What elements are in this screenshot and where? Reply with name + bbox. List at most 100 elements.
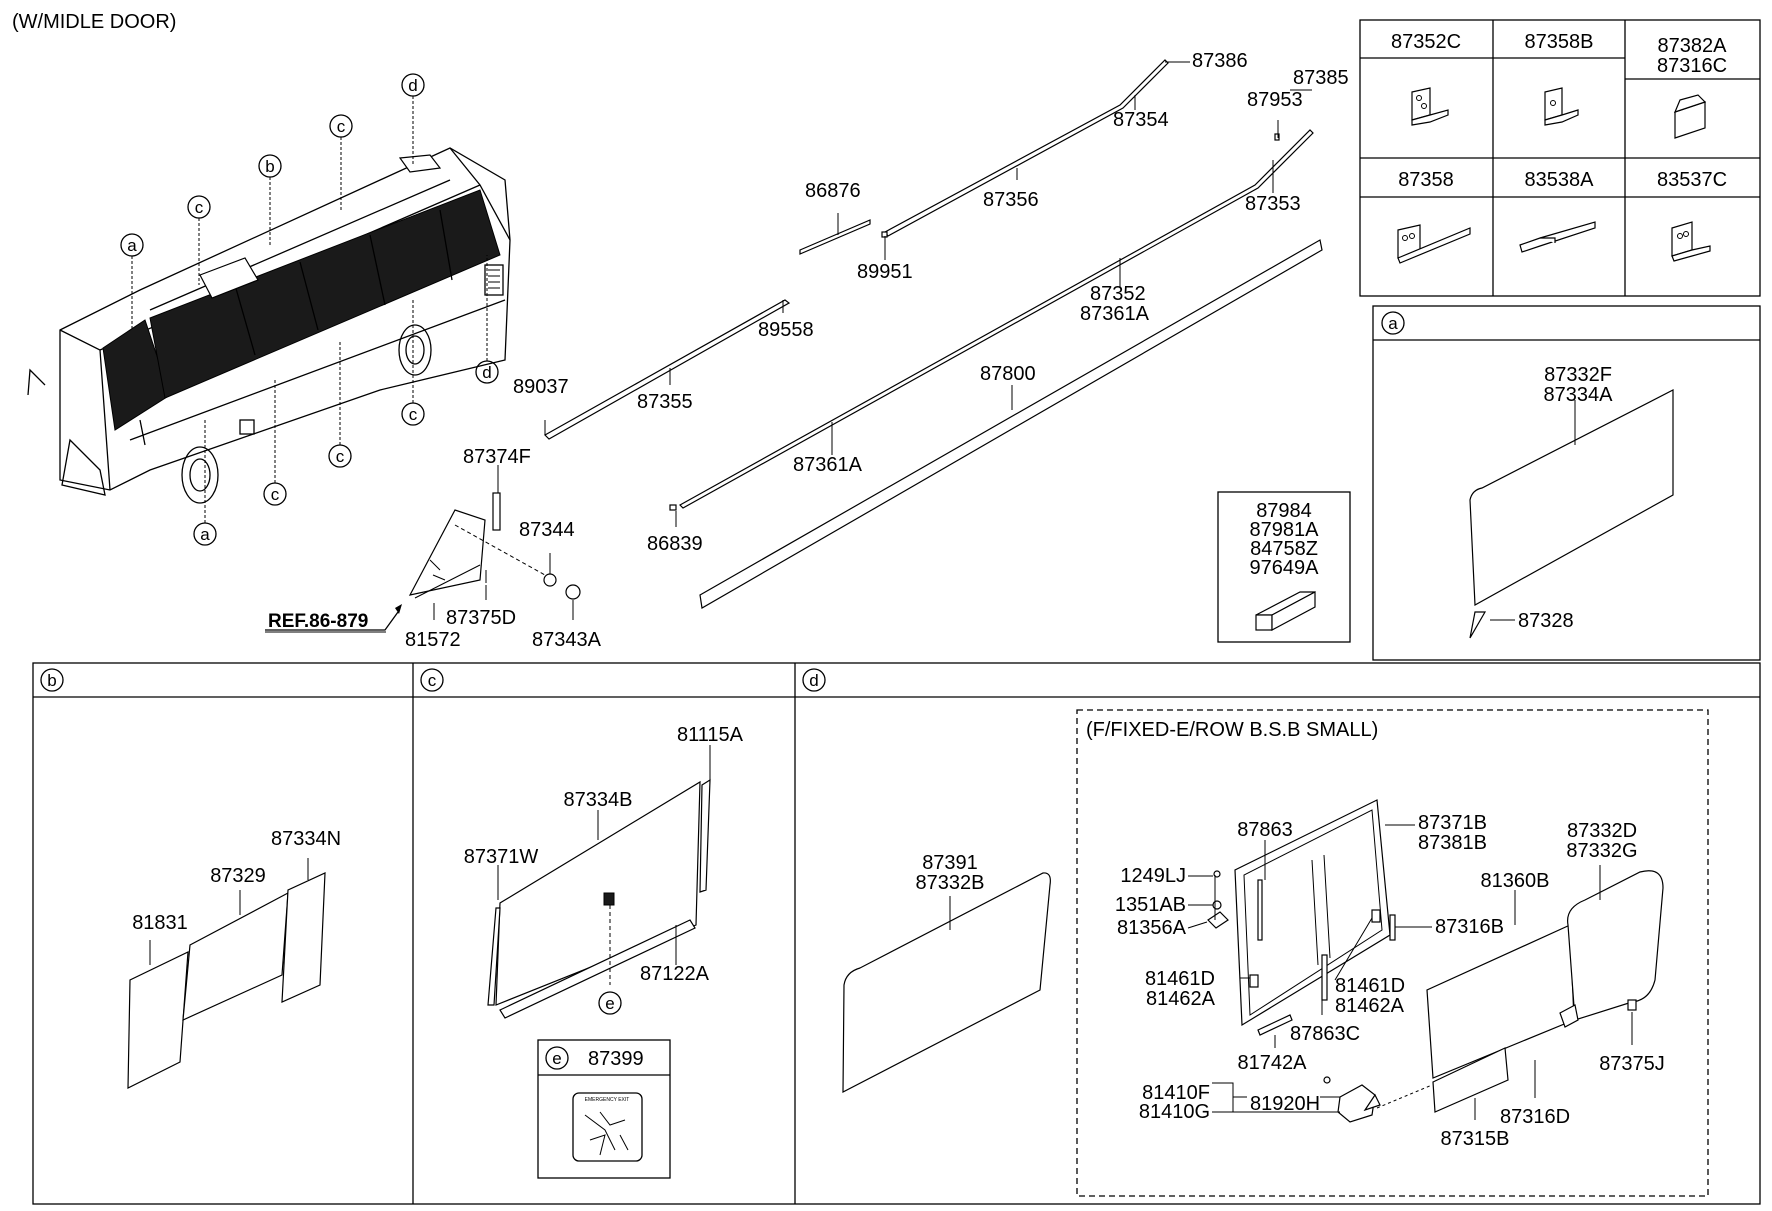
svg-text:87332F: 87332F xyxy=(1544,364,1612,386)
svg-text:83537C: 83537C xyxy=(1657,169,1727,191)
svg-text:81115A: 81115A xyxy=(677,724,744,746)
svg-text:81742A: 81742A xyxy=(1238,1052,1308,1074)
svg-text:87334A: 87334A xyxy=(1544,384,1614,406)
svg-text:97649A: 97649A xyxy=(1250,557,1320,579)
svg-text:87316B: 87316B xyxy=(1435,916,1504,938)
molding-strips xyxy=(544,59,1323,609)
svg-text:87358B: 87358B xyxy=(1525,31,1594,53)
overview-labels: 87386 87354 87385 87953 87356 87353 8687… xyxy=(405,50,1349,651)
svg-text:1249LJ: 1249LJ xyxy=(1120,865,1186,887)
callout-c-4: c xyxy=(328,340,352,468)
overview-leaders xyxy=(433,61,1312,620)
svg-text:81572: 81572 xyxy=(405,629,461,651)
svg-text:87352C: 87352C xyxy=(1391,31,1461,53)
svg-text:d: d xyxy=(809,671,818,690)
callout-b: b xyxy=(258,154,282,245)
svg-text:87332G: 87332G xyxy=(1566,840,1637,862)
svg-text:87334N: 87334N xyxy=(271,828,341,850)
svg-text:EMERGENCY EXIT: EMERGENCY EXIT xyxy=(585,1097,630,1103)
svg-text:a: a xyxy=(1388,314,1398,333)
svg-text:81461D: 81461D xyxy=(1145,968,1215,990)
svg-text:b: b xyxy=(47,671,56,690)
svg-text:87953: 87953 xyxy=(1247,89,1303,111)
svg-text:87332D: 87332D xyxy=(1567,820,1637,842)
svg-text:87332B: 87332B xyxy=(916,872,985,894)
svg-text:87399: 87399 xyxy=(588,1048,644,1070)
svg-text:87315B: 87315B xyxy=(1441,1128,1510,1150)
svg-text:a: a xyxy=(127,236,137,255)
callout-c-2: c xyxy=(329,114,353,210)
seal-box: 87984 87981A 84758Z 97649A xyxy=(1217,491,1351,643)
svg-text:c: c xyxy=(195,198,204,217)
callout-c-3: c xyxy=(401,300,425,426)
svg-text:87358: 87358 xyxy=(1398,169,1454,191)
svg-text:87382A: 87382A xyxy=(1658,35,1728,57)
svg-text:81831: 81831 xyxy=(132,912,188,934)
svg-text:87984: 87984 xyxy=(1256,500,1312,522)
section-d: d 87391 87332B (F/FIXED-E/ROW B.S.B SMAL… xyxy=(802,668,1709,1197)
svg-text:(F/FIXED-E/ROW B.S.B SMALL): (F/FIXED-E/ROW B.S.B SMALL) xyxy=(1086,719,1378,741)
quarter-glass-assembly: REF.86-879 xyxy=(265,492,581,633)
svg-text:c: c xyxy=(336,447,345,466)
svg-text:81461D: 81461D xyxy=(1335,975,1405,997)
callout-a-bottom: a xyxy=(193,420,217,546)
callout-c-5: c xyxy=(263,380,287,506)
ref-label: REF.86-879 xyxy=(268,611,368,632)
svg-text:87334B: 87334B xyxy=(564,789,633,811)
svg-text:87353: 87353 xyxy=(1245,193,1301,215)
svg-text:87356: 87356 xyxy=(983,189,1039,211)
callout-c-7: c xyxy=(0,0,9,4)
svg-text:81462A: 81462A xyxy=(1146,988,1216,1010)
svg-text:87343A: 87343A xyxy=(532,629,602,651)
section-a: a 87332F 87334A 87328 xyxy=(1372,305,1761,661)
svg-text:87863C: 87863C xyxy=(1290,1023,1360,1045)
svg-text:83538A: 83538A xyxy=(1525,169,1595,191)
section-b: b 81831 87329 87334N xyxy=(40,668,341,1089)
svg-text:89558: 89558 xyxy=(758,319,814,341)
callout-c-1: c xyxy=(187,195,211,285)
svg-text:86839: 86839 xyxy=(647,533,703,555)
svg-text:c: c xyxy=(409,405,418,424)
svg-text:87355: 87355 xyxy=(637,391,693,413)
svg-text:87385: 87385 xyxy=(1293,67,1349,89)
svg-text:81360B: 81360B xyxy=(1481,870,1550,892)
svg-text:87375J: 87375J xyxy=(1599,1053,1665,1075)
svg-text:87800: 87800 xyxy=(980,363,1036,385)
svg-text:81356A: 81356A xyxy=(1117,917,1187,939)
svg-text:1351AB: 1351AB xyxy=(1115,894,1186,916)
svg-text:87352: 87352 xyxy=(1090,283,1146,305)
svg-text:87316D: 87316D xyxy=(1500,1106,1570,1128)
svg-text:87361A: 87361A xyxy=(1080,303,1150,325)
svg-text:87329: 87329 xyxy=(210,865,266,887)
svg-text:d: d xyxy=(482,363,491,382)
svg-text:87316C: 87316C xyxy=(1657,55,1727,77)
callout-circles: a b c c d c c d c c a c xyxy=(0,0,499,546)
svg-text:87354: 87354 xyxy=(1113,109,1169,131)
svg-text:87391: 87391 xyxy=(922,852,978,874)
section-c: c e 81115A 87334B 87371W 87122A e 87399 … xyxy=(420,668,744,1179)
diagram-title: (W/MIDLE DOOR) xyxy=(12,11,176,33)
svg-text:81410F: 81410F xyxy=(1142,1082,1210,1104)
svg-text:87374F: 87374F xyxy=(463,446,531,468)
callout-a-top: a xyxy=(120,233,144,330)
svg-text:b: b xyxy=(265,157,274,176)
bottom-panels xyxy=(32,662,1761,1205)
svg-text:c: c xyxy=(337,117,346,136)
svg-text:87386: 87386 xyxy=(1192,50,1248,72)
svg-text:81920H: 81920H xyxy=(1250,1093,1320,1115)
bus-illustration xyxy=(27,147,511,504)
svg-text:89037: 89037 xyxy=(513,376,569,398)
svg-text:c: c xyxy=(428,671,437,690)
svg-text:81462A: 81462A xyxy=(1335,995,1405,1017)
svg-text:87863: 87863 xyxy=(1237,819,1293,841)
svg-text:a: a xyxy=(200,525,210,544)
svg-text:87122A: 87122A xyxy=(640,963,710,985)
svg-text:c: c xyxy=(271,485,280,504)
svg-text:e: e xyxy=(552,1049,561,1068)
callout-d-bottom: d xyxy=(475,255,499,384)
svg-text:87361A: 87361A xyxy=(793,454,863,476)
svg-text:87328: 87328 xyxy=(1518,610,1574,632)
svg-text:87381B: 87381B xyxy=(1418,832,1487,854)
svg-text:87371B: 87371B xyxy=(1418,812,1487,834)
